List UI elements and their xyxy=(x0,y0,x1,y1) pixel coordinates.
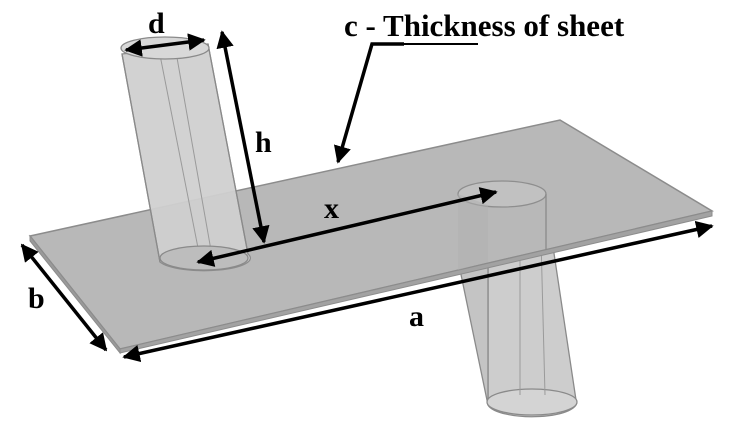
dimension-arrows xyxy=(20,30,714,363)
label-d: d xyxy=(148,7,165,40)
label-b: b xyxy=(28,282,45,315)
label-a: a xyxy=(409,300,424,333)
arrow-d xyxy=(124,33,206,57)
label-x: x xyxy=(324,192,339,225)
sheet xyxy=(28,119,714,355)
arrow-a xyxy=(122,220,714,363)
arrow-b xyxy=(20,243,108,352)
label-h: h xyxy=(255,126,272,159)
label-thickness: c - Thickness of sheet xyxy=(344,8,625,43)
leader-c xyxy=(333,42,404,164)
